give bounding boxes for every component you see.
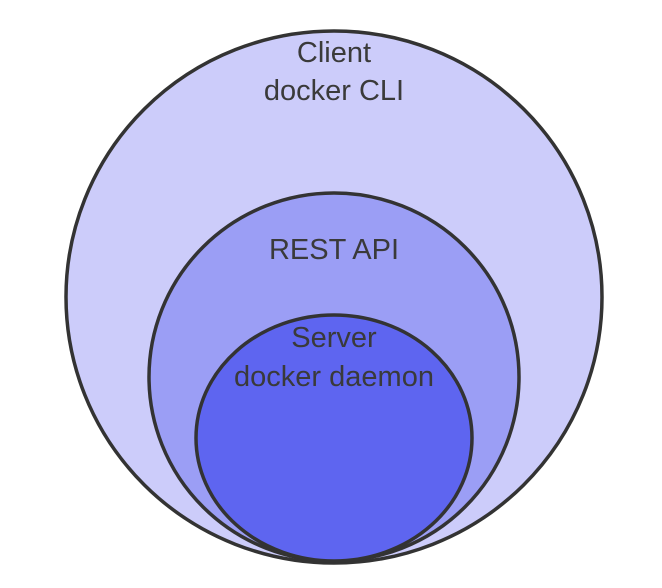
client-subtitle: docker CLI: [264, 75, 404, 107]
server-title: Server: [291, 322, 377, 354]
client-title: Client: [297, 37, 371, 69]
rest-api-title: REST API: [269, 234, 399, 266]
server-circle: [194, 313, 474, 563]
server-subtitle: docker daemon: [234, 361, 434, 393]
